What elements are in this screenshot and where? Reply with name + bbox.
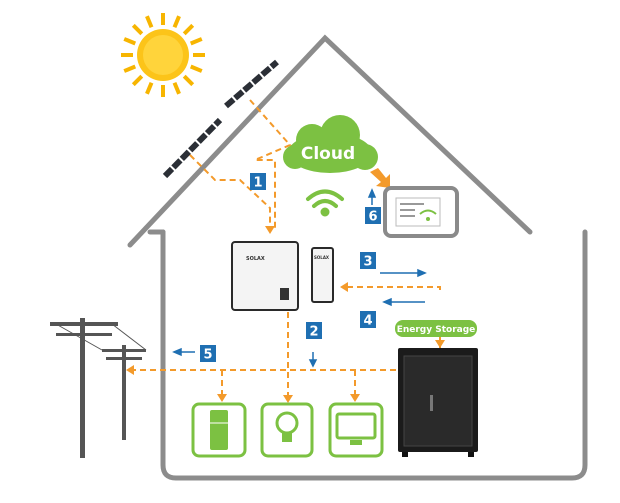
- step-number: 4: [363, 314, 372, 329]
- step-badge-2: [306, 322, 322, 339]
- battery-inverter: SOLAX: [311, 247, 334, 303]
- tablet-icon: [383, 186, 459, 238]
- house-outline: [127, 34, 588, 481]
- step-badge-6: [365, 207, 381, 224]
- energy-storage-badge: [395, 320, 477, 337]
- solar-inverter: SOLAX: [231, 241, 299, 311]
- wifi-icon: [306, 189, 344, 217]
- step-badge-3: [360, 252, 376, 269]
- step-badge-4: [360, 311, 376, 328]
- battery-cabinet: [398, 348, 478, 457]
- fridge-icon: [191, 402, 247, 458]
- energy-storage-label: Energy Storage: [397, 325, 476, 335]
- arrow-to-tablet-icon: [370, 168, 390, 188]
- step-number: 5: [203, 348, 212, 363]
- cloud-label: Cloud: [301, 144, 355, 164]
- light-bulb-icon: [260, 402, 314, 458]
- step-badge-1: [250, 173, 266, 190]
- sun-icon: [121, 13, 205, 97]
- power-poles-icon: [50, 318, 147, 458]
- inverter-brand: SOLAX: [246, 256, 265, 262]
- step-number: 1: [253, 176, 262, 191]
- solar-panels: [162, 59, 279, 179]
- battery-inverter-brand: SOLAX: [314, 255, 329, 260]
- step-number: 3: [363, 255, 372, 270]
- step-number: 6: [368, 210, 377, 225]
- step-badge-5: [200, 345, 216, 362]
- data-flow-arrows: [172, 188, 427, 368]
- step-number: 2: [309, 325, 318, 340]
- cloud-icon: [283, 115, 378, 173]
- monitor-icon: [328, 402, 384, 458]
